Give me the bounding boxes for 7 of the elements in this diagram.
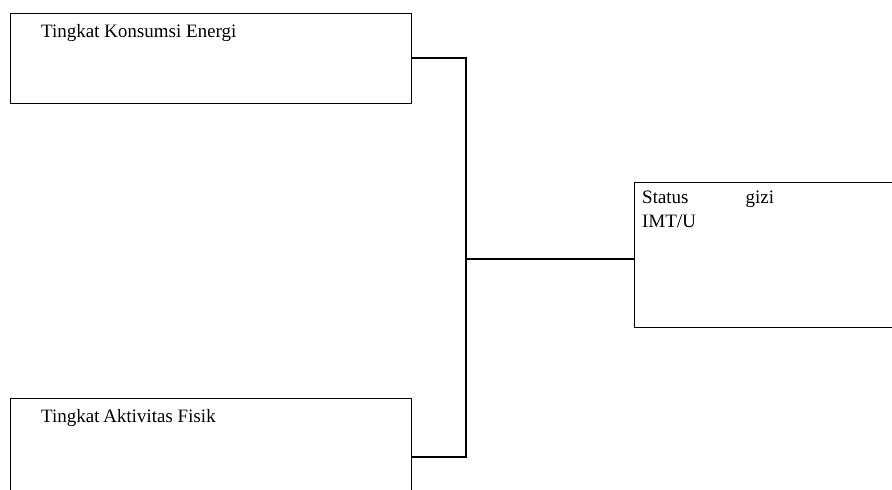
text-box: [10, 13, 412, 104]
text-box: [634, 182, 892, 328]
node-label: Tingkat Konsumsi Energi: [41, 20, 238, 44]
text-box: [10, 398, 412, 490]
node-label: Tingkat Aktivitas Fisik: [41, 405, 217, 429]
connector-line: [412, 258, 634, 458]
node-label: Status gizi IMT/U: [642, 186, 774, 234]
